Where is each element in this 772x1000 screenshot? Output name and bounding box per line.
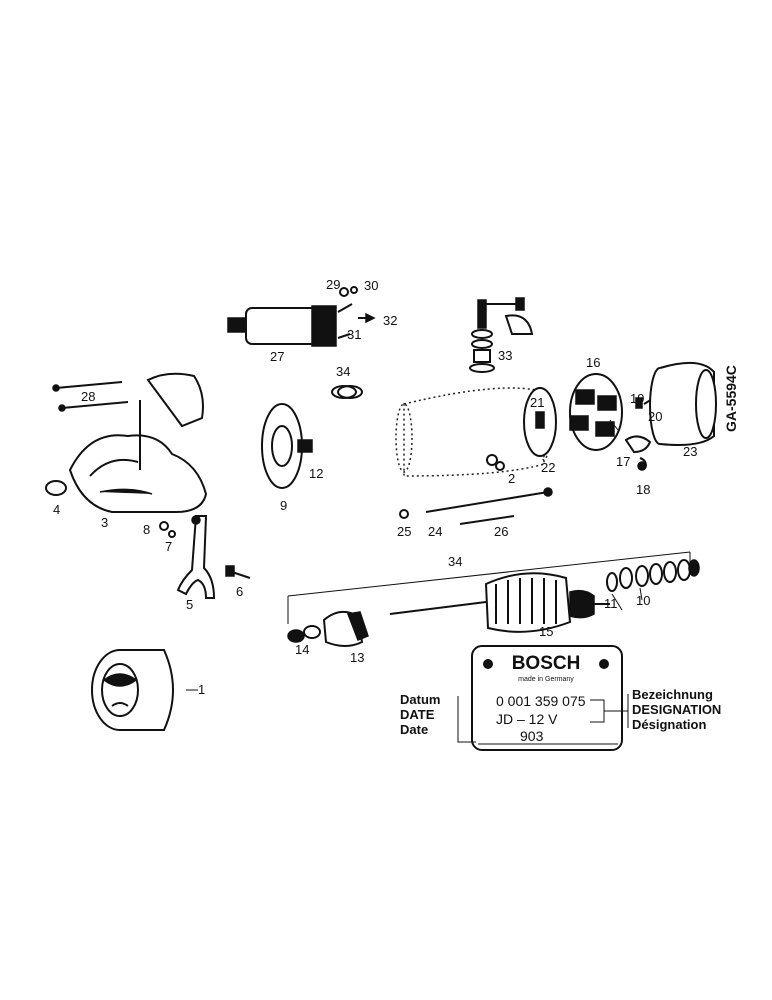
drawing-code: GA-5594C bbox=[723, 365, 739, 432]
date-label-fr: Date bbox=[400, 722, 428, 737]
callout-26: 26 bbox=[494, 524, 508, 539]
callout-25: 25 bbox=[397, 524, 411, 539]
callout-19: 19 bbox=[630, 391, 644, 406]
designation-label-de: Bezeichnung bbox=[632, 687, 713, 702]
callout-30: 30 bbox=[364, 278, 378, 293]
callout-23: 23 bbox=[683, 444, 697, 459]
tie-bolts bbox=[399, 487, 553, 525]
designation-label-fr: Désignation bbox=[632, 717, 706, 732]
callout-9: 9 bbox=[280, 498, 287, 513]
callout-1: 1 bbox=[198, 682, 205, 697]
callout-10: 10 bbox=[636, 593, 650, 608]
callout-18: 18 bbox=[636, 482, 650, 497]
date-label-en: DATE bbox=[400, 707, 435, 722]
drive-pinion-housing bbox=[91, 649, 174, 731]
callout-34-seal: 34 bbox=[336, 364, 350, 379]
commutator-end-disc bbox=[523, 387, 557, 457]
bosch-nameplate: BOSCH made in Germany 0 001 359 075 JD –… bbox=[457, 645, 629, 751]
cover-band bbox=[649, 361, 717, 446]
callout-21: 21 bbox=[530, 395, 544, 410]
solenoid-switch bbox=[227, 286, 376, 347]
seal-ring bbox=[331, 385, 363, 399]
callout-11: 11 bbox=[604, 596, 618, 611]
nameplate-made-in: made in Germany bbox=[518, 676, 574, 683]
callout-13: 13 bbox=[350, 650, 364, 665]
callout-14: 14 bbox=[295, 642, 309, 657]
leader-lines bbox=[186, 419, 643, 691]
callout-27: 27 bbox=[270, 349, 284, 364]
nameplate-brand: BOSCH bbox=[512, 653, 581, 674]
callout-34-armature-set: 34 bbox=[448, 554, 462, 569]
callout-2: 2 bbox=[508, 471, 515, 486]
nameplate-rating: JD – 12 V bbox=[496, 711, 558, 727]
callout-17: 17 bbox=[616, 454, 630, 469]
callout-15: 15 bbox=[539, 624, 553, 639]
callout-33: 33 bbox=[498, 348, 512, 363]
callout-31: 31 bbox=[347, 327, 361, 342]
callout-22: 22 bbox=[541, 460, 555, 475]
callout-28: 28 bbox=[81, 389, 95, 404]
callout-3: 3 bbox=[101, 515, 108, 530]
callout-12: 12 bbox=[309, 466, 323, 481]
armature bbox=[287, 551, 700, 647]
lever-assembly bbox=[469, 297, 534, 373]
callout-29: 29 bbox=[326, 277, 340, 292]
callout-4: 4 bbox=[53, 502, 60, 517]
nameplate-part-number: 0 001 359 075 bbox=[496, 693, 586, 709]
callout-32: 32 bbox=[383, 313, 397, 328]
callout-16: 16 bbox=[586, 355, 600, 370]
drive-end-housing bbox=[45, 372, 208, 513]
engaging-lever bbox=[159, 515, 251, 599]
brush-holder-plate bbox=[569, 373, 655, 471]
callout-5: 5 bbox=[186, 597, 193, 612]
date-label-de: Datum bbox=[400, 692, 440, 707]
designation-label-en: DESIGNATION bbox=[632, 702, 721, 717]
callout-24: 24 bbox=[428, 524, 442, 539]
nameplate-date-code: 903 bbox=[520, 728, 544, 744]
callout-6: 6 bbox=[236, 584, 243, 599]
callout-20: 20 bbox=[648, 409, 662, 424]
intermediate-bearing bbox=[261, 403, 313, 489]
callout-8: 8 bbox=[143, 522, 150, 537]
callout-7: 7 bbox=[165, 539, 172, 554]
